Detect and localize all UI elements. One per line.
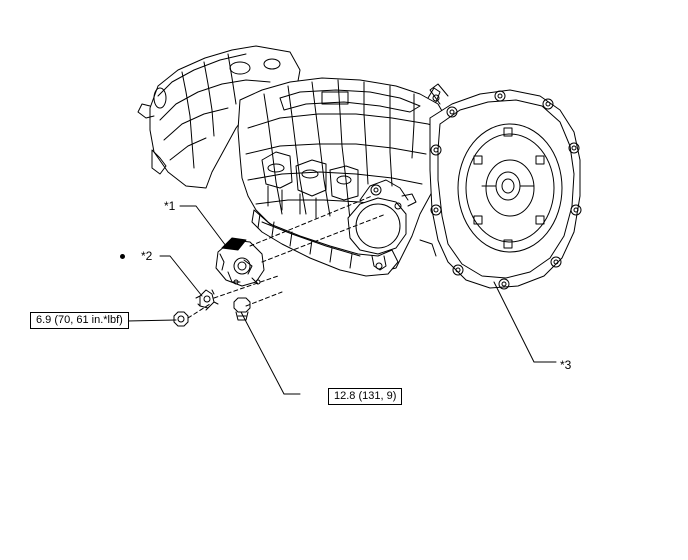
leader-lines bbox=[125, 205, 557, 395]
lock-washer bbox=[195, 289, 219, 311]
flange-bolt bbox=[233, 297, 251, 321]
bullet-icon bbox=[120, 254, 125, 259]
assembly-guide-lines bbox=[187, 195, 387, 319]
transmission-case bbox=[137, 45, 582, 290]
park-neutral-position-switch bbox=[215, 237, 265, 287]
torque-spec-bolt: 12.8 (131, 9) bbox=[328, 388, 403, 405]
torque-spec-nut: 6.9 (70, 61 in.*lbf) bbox=[30, 312, 129, 329]
callout-part-3: *3 bbox=[560, 358, 572, 372]
hex-nut bbox=[173, 311, 189, 327]
callout-part-2: *2 bbox=[141, 249, 153, 263]
callout-part-1: *1 bbox=[164, 199, 176, 213]
